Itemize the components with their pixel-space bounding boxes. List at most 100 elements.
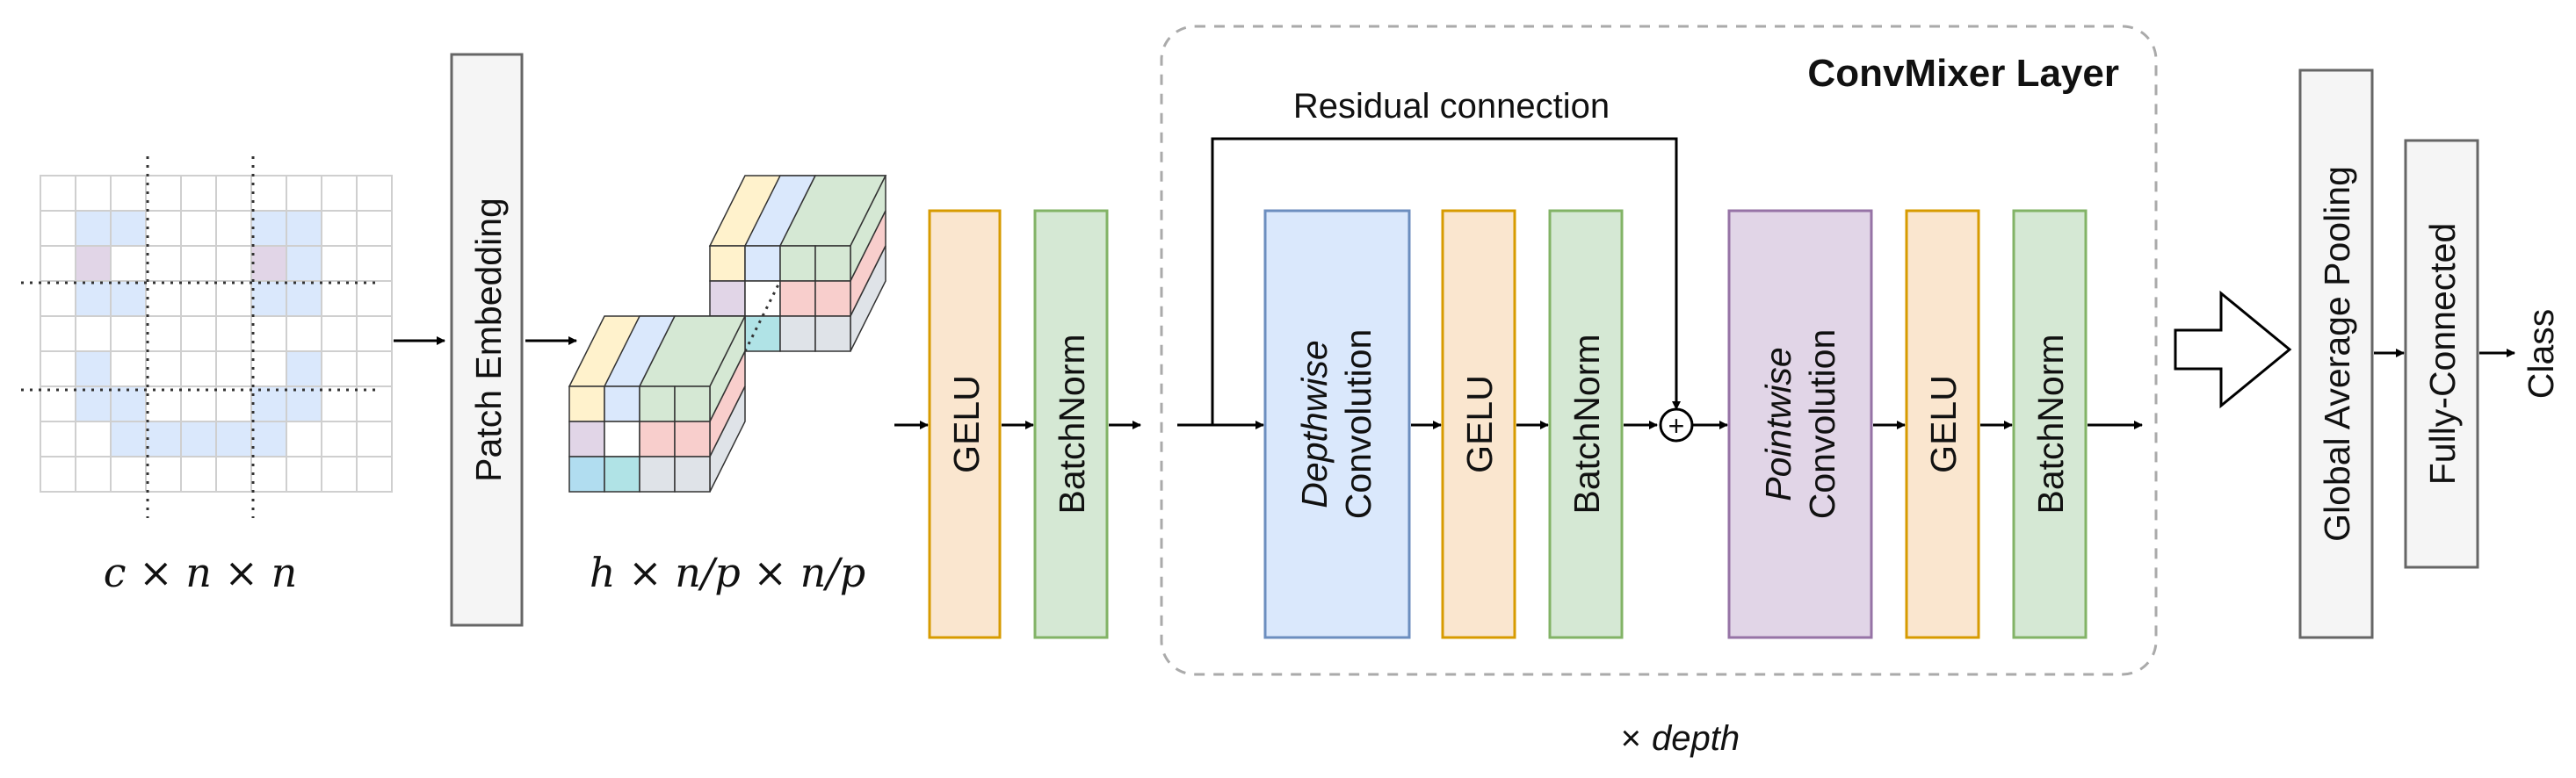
input-grid-cell: [180, 210, 217, 247]
layer-batchnorm-2-label: BatchNorm: [2030, 334, 2071, 514]
residual-arrow: [1211, 137, 1681, 425]
input-grid-cell: [286, 280, 322, 317]
input-grid-dotted-lines: [21, 156, 380, 518]
layer-gelu-1-box: [1441, 209, 1516, 639]
input-grid-cell: [110, 421, 147, 457]
input-grid-cell: [286, 421, 322, 457]
input-grid-cell: [356, 280, 393, 317]
input-grid-cell: [75, 385, 112, 422]
patch-embedding-box: [450, 53, 524, 627]
input-grid-cell: [180, 280, 217, 317]
input-grid-cell: [145, 280, 182, 317]
input-grid-cell: [321, 280, 358, 317]
input-grid-cell: [40, 456, 76, 493]
input-grid-cell: [356, 350, 393, 387]
input-grid-cell: [40, 385, 76, 422]
input-grid-cell: [215, 210, 252, 247]
input-grid-cell: [286, 210, 322, 247]
input-grid-cell: [321, 350, 358, 387]
global-average-pooling-box: [2298, 68, 2374, 639]
residual-add-symbol: +: [1668, 410, 1685, 442]
input-grid-cell: [75, 456, 112, 493]
input-grid-cell: [215, 456, 252, 493]
input-grid-cell: [250, 456, 287, 493]
input-grid-cell: [40, 210, 76, 247]
input-grid-cell: [286, 350, 322, 387]
input-grid-cell: [215, 315, 252, 352]
input-grid-cell: [356, 210, 393, 247]
input-grid-cell: [286, 315, 322, 352]
input-grid-cell: [250, 245, 287, 282]
fully-connected-box: [2404, 139, 2479, 569]
gelu-label: GELU: [946, 375, 987, 473]
input-grid-cell: [321, 175, 358, 212]
input-grid-cell: [250, 421, 287, 457]
input-grid-cell: [110, 210, 147, 247]
pointwise-conv-box: [1727, 209, 1873, 639]
input-grid-cell: [40, 175, 76, 212]
input-grid-cell: [110, 350, 147, 387]
pointwise-italic-label: Pointwise: [1758, 347, 1798, 501]
input-grid-cell: [321, 210, 358, 247]
input-grid-cell: [250, 175, 287, 212]
convmixer-layer-frame: [1160, 25, 2158, 676]
input-grid-cell: [75, 245, 112, 282]
input-grid-cell: [75, 350, 112, 387]
input-grid-cell: [215, 245, 252, 282]
input-grid-cell: [145, 315, 182, 352]
depth-times-symbol: ×: [1621, 719, 1641, 758]
input-image-grid: [40, 175, 393, 493]
input-grid-cell: [286, 456, 322, 493]
input-grid-cell: [110, 245, 147, 282]
input-grid-cell: [215, 421, 252, 457]
input-grid-cell: [145, 350, 182, 387]
depth-label: depth: [1652, 719, 1740, 758]
input-grid-cell: [250, 350, 287, 387]
convmixer-layer-title: ConvMixer Layer: [1807, 52, 2119, 95]
layer-gelu-2-box: [1905, 209, 1980, 639]
input-grid-cell: [215, 385, 252, 422]
input-grid-cell: [215, 350, 252, 387]
patch-cube-front: [568, 315, 747, 493]
input-grid-cell: [110, 315, 147, 352]
patch-embedding-label: Patch Embedding: [468, 198, 509, 482]
input-grid-cell: [250, 385, 287, 422]
big-arrow-icon: [2174, 290, 2292, 409]
depthwise-conv-label: Convolution: [1338, 329, 1378, 520]
input-grid-cell: [40, 280, 76, 317]
input-grid-cell: [356, 421, 393, 457]
input-grid-cell: [145, 385, 182, 422]
layer-gelu-1-label: GELU: [1459, 375, 1500, 473]
input-grid-cell: [180, 175, 217, 212]
input-grid-cell: [250, 280, 287, 317]
layer-batchnorm-1-label: BatchNorm: [1567, 334, 1607, 514]
input-grid-cell: [286, 175, 322, 212]
input-grid-cell: [321, 456, 358, 493]
patch-cube: [568, 175, 887, 493]
input-grid-cell: [180, 245, 217, 282]
fully-connected-label: Fully-Connected: [2422, 223, 2463, 486]
gelu-box: [928, 209, 1002, 639]
input-grid-cell: [75, 280, 112, 317]
input-grid-cell: [40, 350, 76, 387]
input-grid-cell: [110, 385, 147, 422]
input-grid-cell: [145, 456, 182, 493]
input-grid-cell: [40, 245, 76, 282]
input-grid-cell: [286, 245, 322, 282]
patches-shape-label: h × n/p × n/p: [590, 549, 865, 596]
global-average-pooling-label: Global Average Pooling: [2317, 166, 2357, 542]
input-grid-cell: [321, 421, 358, 457]
input-grid-cell: [40, 421, 76, 457]
layer-batchnorm-2-box: [2012, 209, 2088, 639]
input-grid-cell: [180, 456, 217, 493]
input-grid-cell: [145, 175, 182, 212]
input-grid-cell: [250, 210, 287, 247]
input-grid-cell: [215, 175, 252, 212]
batchnorm-box: [1033, 209, 1109, 639]
input-grid-cell: [75, 210, 112, 247]
input-grid-cell: [215, 280, 252, 317]
layer-batchnorm-1-box: [1548, 209, 1624, 639]
input-grid-cell: [356, 175, 393, 212]
depthwise-italic-label: Depthwise: [1294, 340, 1335, 508]
input-grid-cell: [40, 315, 76, 352]
